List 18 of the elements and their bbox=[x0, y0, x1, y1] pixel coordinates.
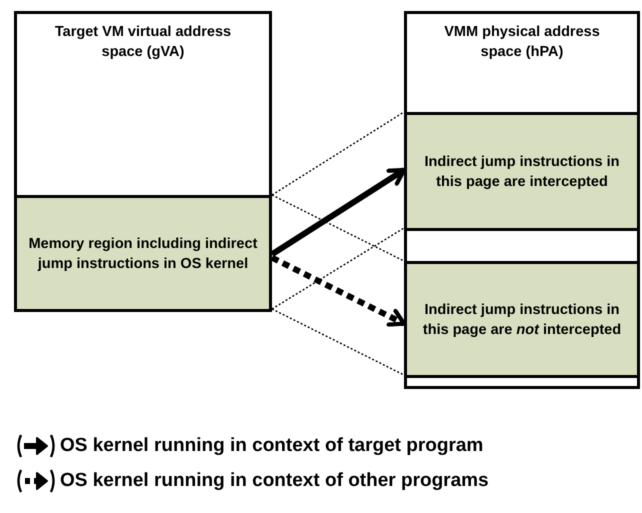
box-heading: Target VM virtual address space (gVA) bbox=[54, 23, 232, 62]
mapping-line bbox=[272, 194, 404, 262]
mapping-line bbox=[272, 111, 404, 196]
memory-page-box bbox=[407, 261, 637, 375]
box-heading: VMM physical address space (hPA) bbox=[443, 23, 601, 62]
arrow bbox=[270, 167, 406, 257]
memory-page-box bbox=[17, 195, 269, 309]
legend-text: OS kernel running in context of other programs bbox=[60, 468, 489, 492]
arrow bbox=[270, 255, 406, 327]
mapping-line bbox=[272, 308, 404, 376]
box-text: Indirect jump instructions in this page are not intercepted bbox=[422, 300, 622, 340]
address-space-box bbox=[404, 11, 640, 389]
address-space-box bbox=[14, 11, 272, 312]
mapping-line bbox=[272, 227, 404, 310]
legend-text: OS kernel running in context of target program bbox=[60, 434, 484, 458]
box-text: Indirect jump instructions in this page are intercepted bbox=[424, 152, 620, 192]
memory-page-box bbox=[407, 112, 637, 228]
box-text: Memory region including indirect jump instructions in OS kernel bbox=[28, 234, 258, 274]
